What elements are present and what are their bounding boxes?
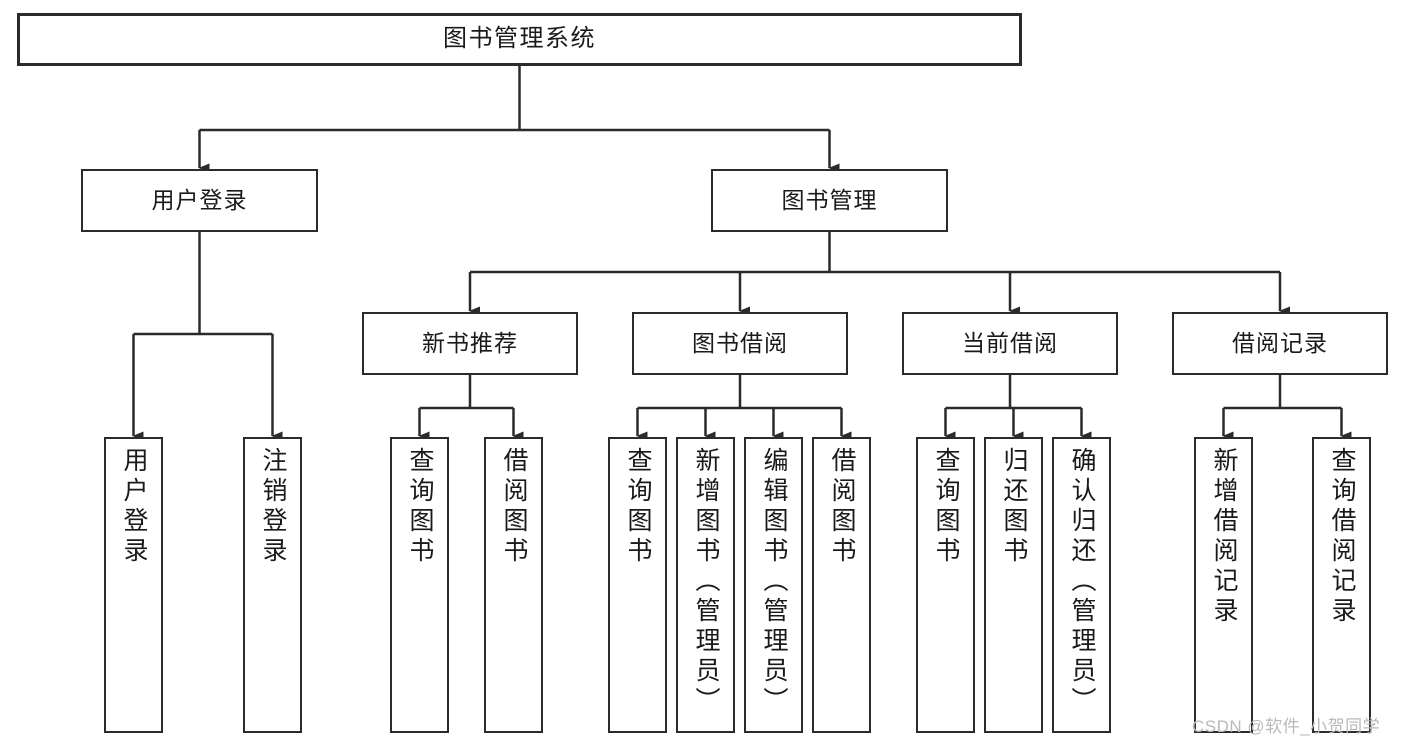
node-leaf7[interactable]: 编辑图书（管理员）: [744, 437, 803, 733]
node-label: 借阅记录: [1232, 329, 1328, 356]
node-leaf8[interactable]: 借阅图书: [812, 437, 871, 733]
node-label: 归还图书: [1000, 447, 1028, 567]
node-label: 图书管理系统: [443, 25, 596, 53]
node-leaf10[interactable]: 归还图书: [984, 437, 1043, 733]
node-leaf2[interactable]: 注销登录: [243, 437, 302, 733]
node-label: 借阅图书: [828, 447, 856, 567]
node-label: 用户登录: [120, 447, 148, 567]
node-leaf12[interactable]: 新增借阅记录: [1194, 437, 1253, 733]
node-leaf1[interactable]: 用户登录: [104, 437, 163, 733]
node-root[interactable]: 图书管理系统: [17, 13, 1022, 66]
node-label: 新增图书（管理员）: [692, 447, 720, 717]
node-borrow[interactable]: 图书借阅: [632, 312, 848, 375]
node-label: 确认归还（管理员）: [1068, 447, 1096, 717]
node-bookmgmt[interactable]: 图书管理: [711, 169, 948, 232]
node-records[interactable]: 借阅记录: [1172, 312, 1388, 375]
node-label: 图书管理: [781, 186, 878, 213]
node-login[interactable]: 用户登录: [81, 169, 318, 232]
node-leaf6[interactable]: 新增图书（管理员）: [676, 437, 735, 733]
node-label: 新增借阅记录: [1210, 447, 1238, 627]
node-label: 查询图书: [406, 447, 434, 567]
node-leaf11[interactable]: 确认归还（管理员）: [1052, 437, 1111, 733]
node-leaf9[interactable]: 查询图书: [916, 437, 975, 733]
node-label: 查询图书: [624, 447, 652, 567]
node-newbook[interactable]: 新书推荐: [362, 312, 578, 375]
node-leaf4[interactable]: 借阅图书: [484, 437, 543, 733]
node-label: 查询借阅记录: [1328, 447, 1356, 627]
node-leaf5[interactable]: 查询图书: [608, 437, 667, 733]
node-label: 新书推荐: [422, 329, 518, 356]
node-label: 当前借阅: [962, 329, 1058, 356]
node-leaf13[interactable]: 查询借阅记录: [1312, 437, 1371, 733]
node-current[interactable]: 当前借阅: [902, 312, 1118, 375]
node-label: 查询图书: [932, 447, 960, 567]
node-label: 用户登录: [151, 186, 248, 213]
watermark-text: CSDN @软件_小贺同学: [1192, 717, 1381, 736]
connector-lines: [132, 66, 1352, 441]
node-label: 注销登录: [259, 447, 287, 567]
node-label: 编辑图书（管理员）: [760, 447, 788, 717]
node-label: 图书借阅: [692, 329, 788, 356]
node-leaf3[interactable]: 查询图书: [390, 437, 449, 733]
node-label: 借阅图书: [500, 447, 528, 567]
